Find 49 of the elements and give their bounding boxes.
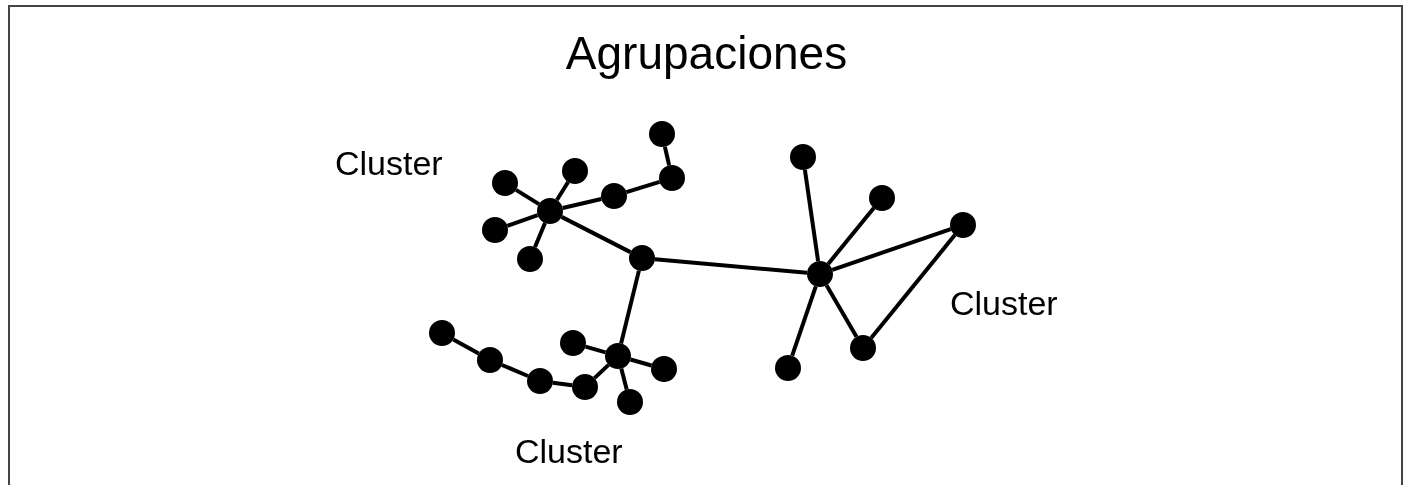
connector-line bbox=[625, 180, 661, 194]
graph-node-dot bbox=[649, 121, 675, 147]
graph-node-dot bbox=[659, 165, 685, 191]
connector-line bbox=[552, 380, 573, 388]
graph-node-dot bbox=[477, 347, 503, 373]
graph-node-dot bbox=[775, 355, 801, 381]
connector-line bbox=[869, 233, 957, 340]
cluster-label: Cluster bbox=[515, 434, 623, 468]
connector-line bbox=[452, 337, 480, 356]
graph-node-dot bbox=[572, 374, 598, 400]
graph-node-dot bbox=[950, 212, 976, 238]
connector-line bbox=[555, 180, 570, 202]
connector-line bbox=[584, 344, 607, 355]
graph-node-dot bbox=[850, 335, 876, 361]
graph-node-dot bbox=[429, 320, 455, 346]
graph-node-dot bbox=[869, 185, 895, 211]
cluster-label: Cluster bbox=[950, 286, 1058, 320]
connector-line bbox=[802, 169, 821, 262]
connector-line bbox=[506, 213, 539, 228]
connector-line bbox=[514, 188, 541, 206]
connector-line bbox=[824, 284, 859, 338]
graph-node-dot bbox=[517, 246, 543, 272]
connector-line bbox=[593, 363, 610, 380]
graph-node-dot bbox=[562, 158, 588, 184]
connector-line bbox=[619, 270, 641, 344]
graph-node-dot bbox=[790, 144, 816, 170]
connector-line bbox=[662, 146, 672, 166]
connector-line bbox=[826, 206, 876, 266]
connector-line bbox=[831, 227, 952, 272]
graph-node-dot bbox=[537, 198, 563, 224]
graph-node-dot bbox=[617, 389, 643, 415]
graph-node-dot bbox=[560, 330, 586, 356]
connector-line bbox=[619, 368, 629, 390]
connector-line bbox=[560, 215, 632, 254]
connector-line bbox=[629, 357, 653, 368]
graph-node-dot bbox=[605, 343, 631, 369]
cluster-label: Cluster bbox=[335, 146, 443, 180]
connector-line bbox=[562, 197, 602, 210]
connector-line bbox=[654, 257, 808, 275]
graph-node-dot bbox=[527, 368, 553, 394]
graph-node-dot bbox=[807, 261, 833, 287]
connector-line bbox=[501, 363, 529, 378]
graph-node-dot bbox=[651, 356, 677, 382]
graph-node-dot bbox=[482, 217, 508, 243]
graph-node-dot bbox=[629, 245, 655, 271]
graph-node-dot bbox=[492, 170, 518, 196]
graph-node-dot bbox=[601, 183, 627, 209]
connector-line bbox=[533, 222, 547, 248]
connector-line bbox=[790, 285, 818, 357]
